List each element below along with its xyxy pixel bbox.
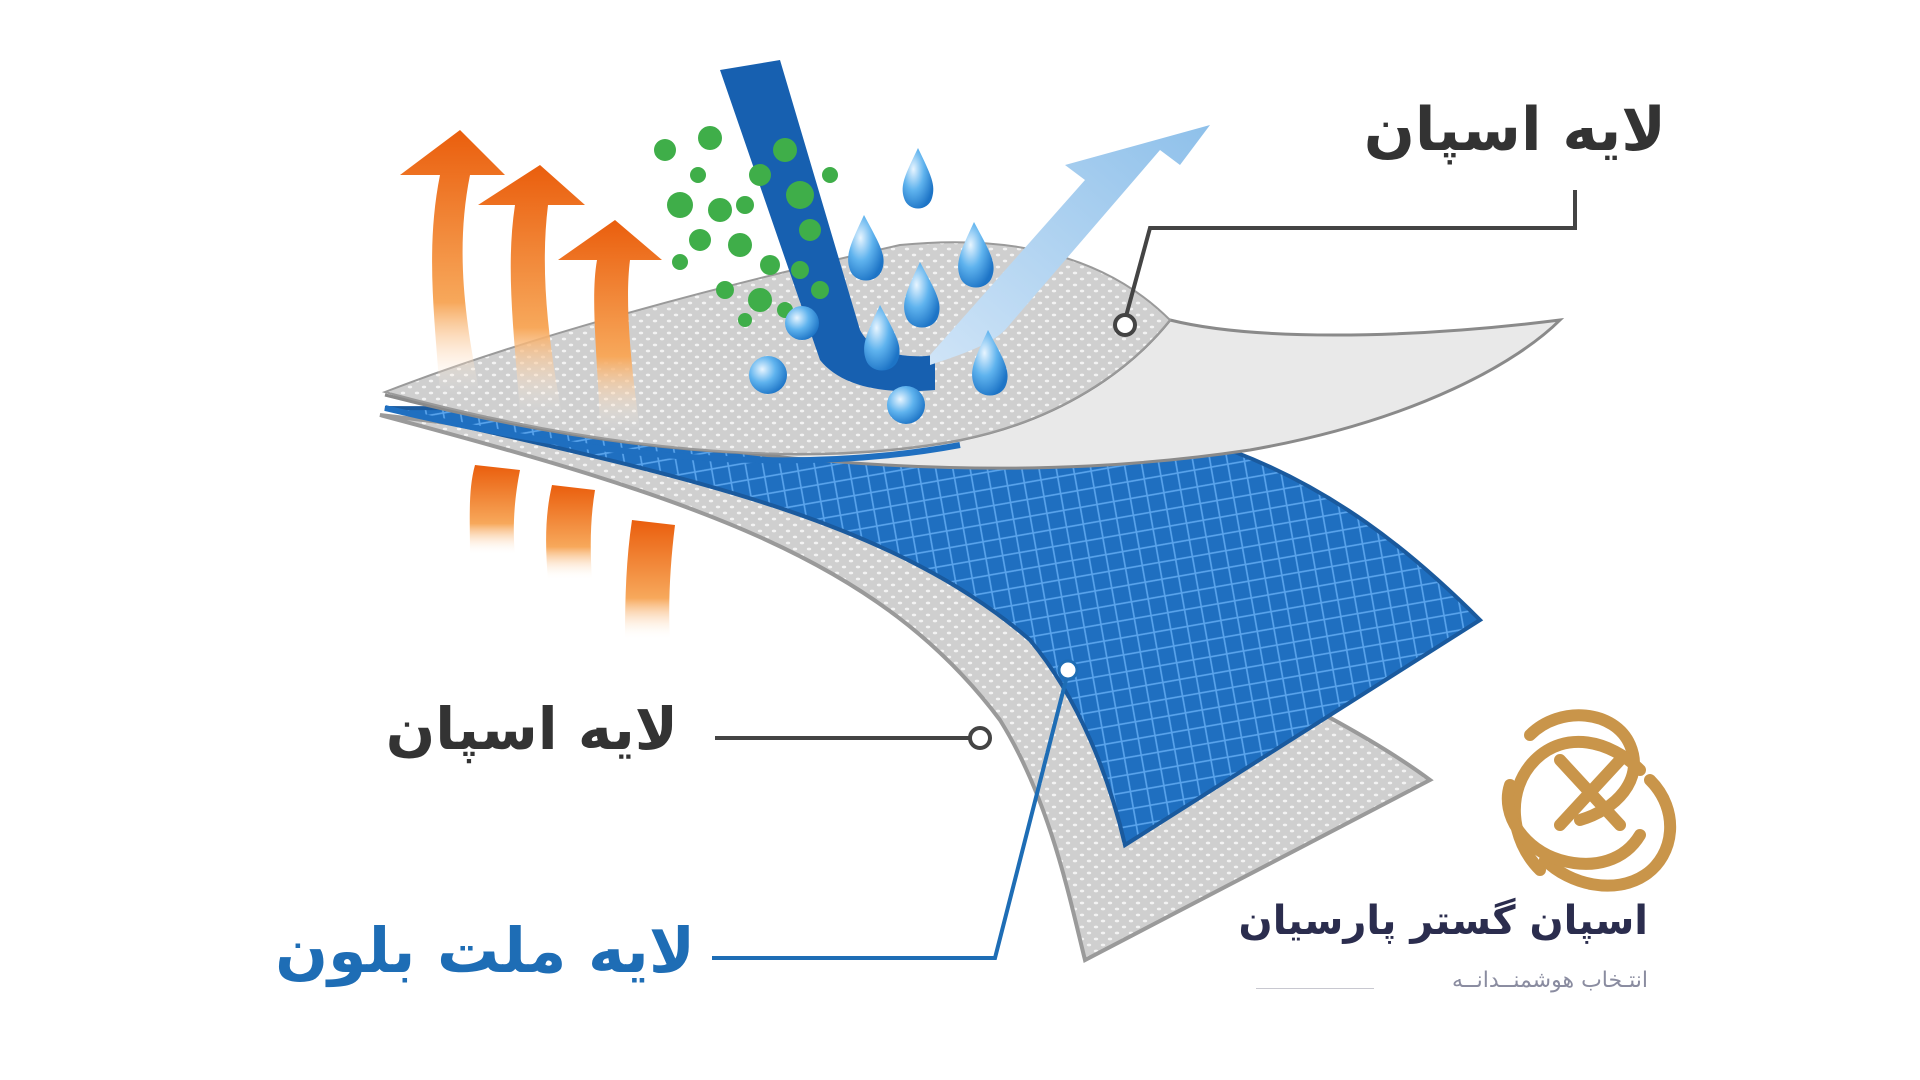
water-drop-icon — [749, 356, 787, 394]
leader-dot-top — [1113, 313, 1137, 337]
brand-tagline: انتـخاب هوشمنــدانــه — [1451, 968, 1648, 993]
brand-divider — [1256, 988, 1374, 989]
water-flow-arrow — [720, 60, 935, 392]
water-drop-icon — [972, 330, 1008, 396]
heat-arrow-5 — [546, 485, 595, 580]
heat-arrow-3 — [558, 220, 662, 430]
water-drop-icon — [848, 215, 884, 281]
water-drop-icon — [902, 148, 934, 209]
layer-edge — [384, 405, 961, 464]
top-spunbond-surface — [381, 241, 1172, 455]
water-drops — [749, 148, 1008, 424]
heat-arrow-6 — [625, 520, 675, 640]
water-drop-icon — [958, 222, 994, 288]
leader-line-top — [1123, 190, 1577, 321]
meltblown-layer-label: لایه ملت بلون — [275, 914, 695, 987]
brand-name: اسپان گستر پارسیان — [1238, 898, 1648, 944]
water-drop-icon — [864, 305, 900, 371]
leader-dot-meltblown — [1057, 659, 1079, 681]
heat-arrow-2 — [478, 165, 585, 415]
brand-logo — [1501, 709, 1676, 892]
middle-layer-label: لایه اسپان — [385, 695, 678, 763]
top-layer-label: لایه اسپان — [1363, 95, 1666, 165]
heat-arrows — [400, 130, 675, 640]
water-drop-icon — [904, 262, 940, 328]
water-drop-icon — [887, 386, 925, 424]
particles — [654, 126, 838, 327]
heat-arrow-4 — [469, 465, 520, 555]
heat-arrow-1 — [400, 130, 505, 395]
airflow-arrow — [930, 125, 1210, 365]
leader-dot-middle — [968, 726, 992, 750]
leader-line-meltblown — [712, 671, 1070, 960]
water-drop-icon — [785, 306, 819, 340]
